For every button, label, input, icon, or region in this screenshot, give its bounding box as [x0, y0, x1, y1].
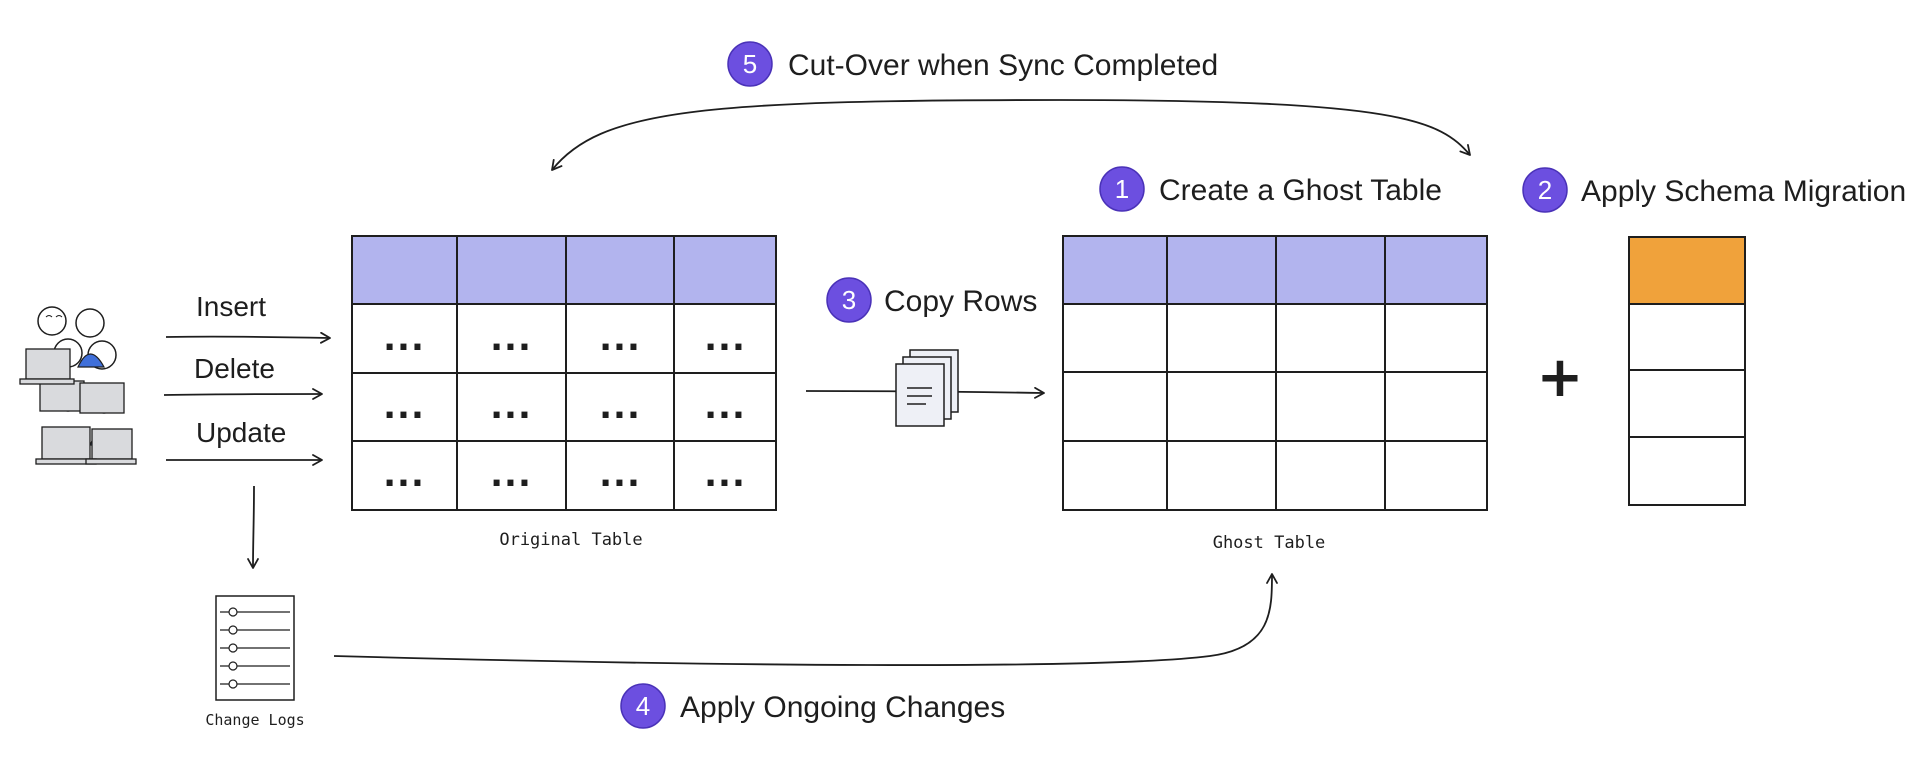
step2-title: Apply Schema Migration [1581, 175, 1906, 208]
update-label: Update [196, 417, 286, 448]
step5-label-group: 5 Cut-Over when Sync Completed [727, 41, 1218, 87]
step3-label-group: 3 Copy Rows [826, 277, 1037, 323]
original-table-cell-r2-c4: ... [704, 387, 746, 427]
ongoing-changes-arrow [333, 573, 1278, 666]
original-table-cell-r2-c3: ... [599, 387, 641, 427]
original-table-cell-r3-c4: ... [704, 455, 746, 495]
step1-label-group: 1 Create a Ghost Table [1099, 166, 1442, 212]
step5-number: 5 [743, 49, 757, 79]
original-table-cell-r3-c3: ... [599, 455, 641, 495]
cutover-arrow [551, 99, 1471, 171]
step2-label-group: 2 Apply Schema Migration [1522, 167, 1906, 213]
delete-label: Delete [194, 353, 275, 384]
original-table-caption: Original Table [499, 530, 642, 550]
step5-title: Cut-Over when Sync Completed [788, 49, 1218, 82]
original-table-cell-r3-c1: ... [383, 455, 425, 495]
to-change-logs-arrow [247, 485, 259, 569]
step3-badge [826, 277, 872, 323]
ghost-table-caption: Ghost Table [1213, 533, 1326, 553]
original-table: .................................... [351, 235, 777, 511]
step1-title: Create a Ghost Table [1159, 174, 1442, 207]
insert-arrow [165, 331, 331, 344]
step4-title: Apply Ongoing Changes [680, 691, 1005, 724]
step4-number: 4 [636, 691, 650, 721]
original-table-cell-r1-c3: ... [599, 319, 641, 359]
ghost-table [1062, 235, 1488, 511]
original-table-header [352, 236, 776, 304]
original-table-cell-r2-c2: ... [490, 387, 532, 427]
original-table-cell-r1-c2: ... [490, 319, 532, 359]
users-at-laptops-icon [19, 306, 137, 465]
step3-number: 3 [842, 285, 856, 315]
step4-badge [620, 683, 666, 729]
change-logs-caption: Change Logs [205, 711, 304, 729]
step4-label-group: 4 Apply Ongoing Changes [620, 683, 1005, 729]
schema-column-header [1629, 237, 1745, 304]
original-table-cell-r2-c1: ... [383, 387, 425, 427]
plus-sign: + [1537, 345, 1584, 410]
document-stack-icon [895, 349, 959, 427]
original-table-cell-r3-c2: ... [490, 455, 532, 495]
delete-arrow [163, 388, 323, 400]
original-table-cell-r1-c1: ... [383, 319, 425, 359]
schema-column [1628, 236, 1746, 506]
step2-badge [1522, 167, 1568, 213]
step5-badge [727, 41, 773, 87]
step1-number: 1 [1115, 174, 1129, 204]
insert-label: Insert [196, 291, 266, 322]
step2-number: 2 [1538, 175, 1552, 205]
step1-badge [1099, 166, 1145, 212]
original-table-cell-r1-c4: ... [704, 319, 746, 359]
step3-title: Copy Rows [884, 285, 1037, 318]
change-log-icon [215, 595, 295, 701]
